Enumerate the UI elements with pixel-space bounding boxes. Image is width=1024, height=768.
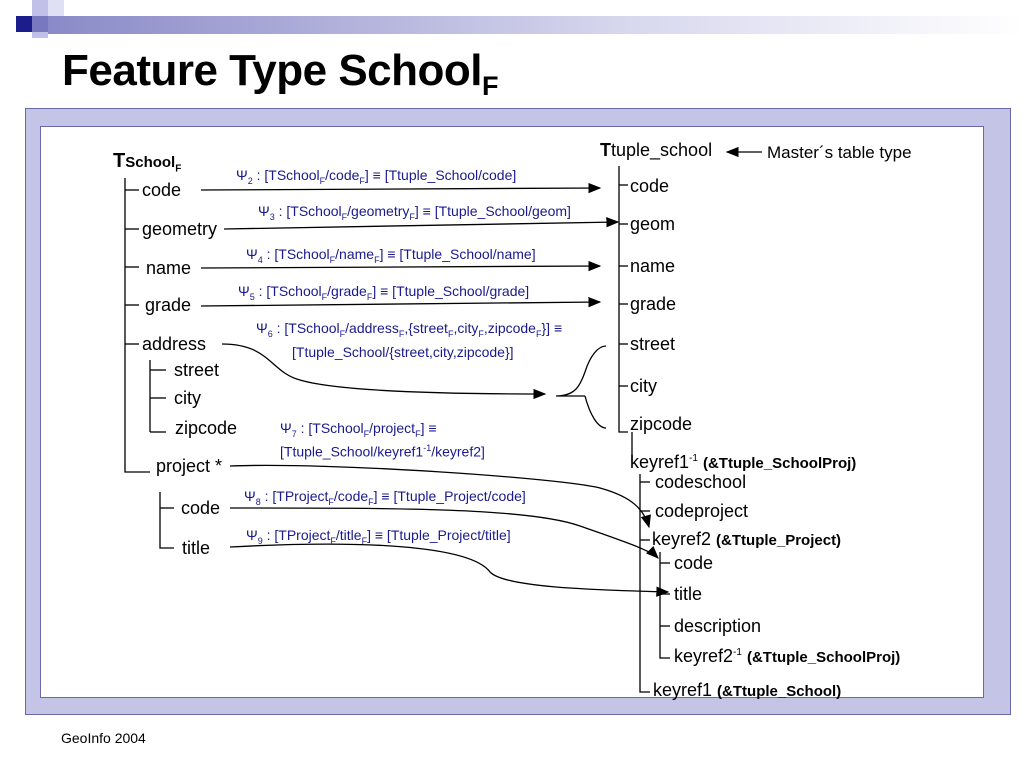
right-item-project-description: description [674, 616, 762, 636]
master-table-note: Master´s table type [767, 143, 912, 162]
right-item-name: name [630, 256, 676, 276]
arrow-psi8 [229, 507, 659, 559]
left-item-code: code [142, 180, 182, 200]
slide-footer: GeoInfo 2004 [61, 730, 146, 746]
mapping-psi3: Ψ3 : [TSchoolF/geometryF] ≡ [Ttuple_Scho… [258, 203, 571, 222]
right-item-codeproject: codeproject [655, 501, 749, 521]
keyref1inv-subtree [639, 474, 650, 693]
top-banner [16, 0, 1024, 38]
left-item-street: street [174, 360, 220, 380]
arrow-psi6 [221, 343, 547, 400]
left-item-name: name [146, 258, 192, 278]
arrow-psi9 [229, 543, 670, 597]
right-item-street: street [630, 334, 676, 354]
right-root: Ttuple_school [600, 140, 713, 160]
right-item-geom: geom [630, 214, 676, 234]
right-item-keyref1: keyref1 (&Ttuple_School) [653, 680, 842, 700]
banner-square [32, 16, 48, 32]
right-item-keyref1-inverse: keyref1-1 (&Ttuple_SchoolProj) [630, 452, 857, 472]
right-item-zipcode: zipcode [630, 414, 693, 434]
arrow-psi3 [223, 217, 620, 230]
left-item-geometry: geometry [142, 219, 218, 239]
keyref2-subtree [659, 552, 670, 659]
right-item-codeschool: codeschool [655, 472, 747, 492]
brace-address [555, 345, 607, 429]
banner-square [48, 0, 64, 16]
mapping-psi5: Ψ5 : [TSchoolF/gradeF] ≡ [Ttuple_School/… [238, 283, 530, 302]
mapping-psi4: Ψ4 : [TSchoolF/nameF] ≡ [Ttuple_School/n… [246, 246, 536, 265]
arrow-psi4 [200, 260, 602, 272]
left-root: TSchoolF [113, 150, 182, 175]
left-item-address: address [142, 334, 207, 354]
left-tree-trunk [124, 178, 150, 473]
left-item-proj-code: code [181, 498, 221, 518]
mapping-psi8: Ψ8 : [TProjectF/codeF] ≡ [Ttuple_Project… [244, 488, 526, 507]
right-item-keyref2-inverse: keyref2-1 (&Ttuple_SchoolProj) [674, 646, 901, 666]
left-item-grade: grade [145, 295, 192, 315]
arrow-psi2 [200, 182, 602, 194]
mapping-psi9: Ψ9 : [TProjectF/titleF] ≡ [Ttuple_Projec… [246, 527, 511, 546]
right-item-city: city [630, 376, 657, 396]
mapping-psi6: Ψ6 : [TSchoolF/addressF,{streetF,cityF,z… [256, 320, 563, 339]
right-item-code: code [630, 176, 670, 196]
right-item-keyref2: keyref2 (&Ttuple_Project) [652, 529, 842, 549]
mapping-psi7: Ψ7 : [TSchoolF/projectF] ≡ [280, 420, 437, 439]
mapping-psi7-line2: [Ttuple_School/keyref1-1/keyref2] [280, 443, 485, 460]
project-subtree [159, 492, 174, 549]
diagram-frame-inner [40, 126, 984, 698]
left-item-proj-title: title [182, 538, 211, 558]
mapping-psi6-line2: [Ttuple_School/{street,city,zipcode}] [292, 344, 514, 360]
banner-gradient [48, 16, 1024, 34]
right-tree-trunk [618, 166, 628, 433]
right-item-project-title: title [674, 584, 703, 604]
banner-square [32, 32, 48, 38]
left-item-zipcode: zipcode [175, 418, 238, 438]
slide-title: Feature Type SchoolF [62, 46, 499, 101]
right-item-project-code: code [674, 553, 714, 573]
left-item-city: city [174, 388, 201, 408]
banner-square [32, 0, 48, 16]
arrow-psi5 [200, 296, 602, 308]
right-item-grade: grade [630, 294, 677, 314]
banner-square [16, 16, 32, 32]
mapping-psi2: Ψ2 : [TSchoolF/codeF] ≡ [Ttuple_School/c… [236, 167, 517, 186]
left-item-project: project * [156, 456, 223, 476]
arrow-psi7 [229, 464, 651, 529]
